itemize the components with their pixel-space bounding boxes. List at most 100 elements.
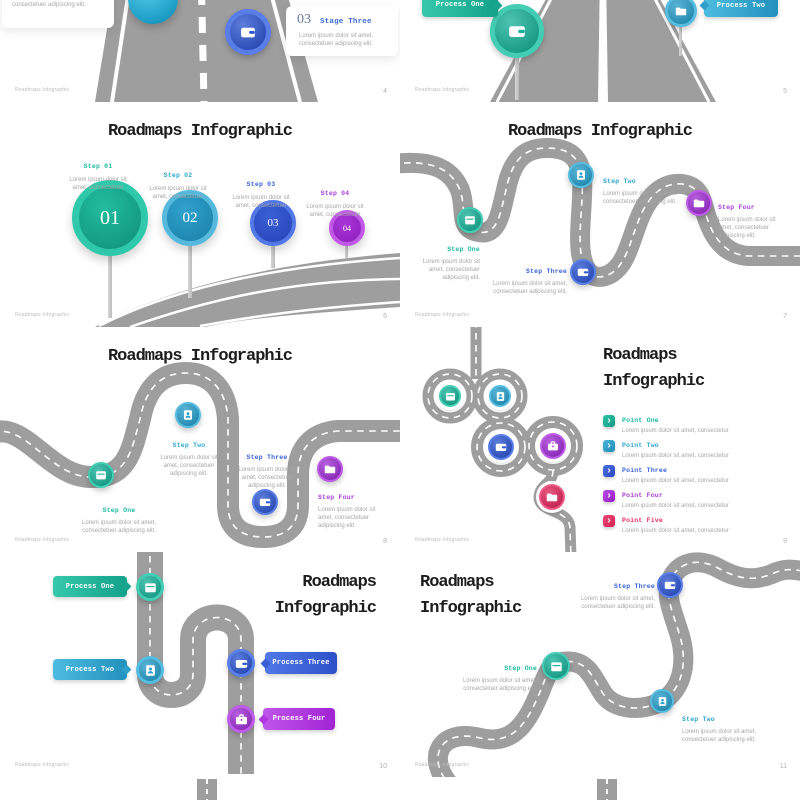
ball-number: 01 bbox=[100, 206, 120, 229]
slide-title: Roadmaps Infographic bbox=[603, 346, 705, 391]
page-number: 7 bbox=[783, 313, 787, 320]
slide-9[interactable]: Roadmaps Infographic bbox=[400, 327, 800, 552]
ribbon-label: Process Three bbox=[272, 659, 330, 667]
step-label: Step Two bbox=[172, 442, 206, 449]
step-pin bbox=[175, 402, 201, 428]
slide-13-partial[interactable] bbox=[400, 779, 800, 800]
briefcase-icon bbox=[235, 713, 248, 726]
stage-label: Stage Three bbox=[320, 18, 372, 26]
calendar-icon bbox=[95, 469, 107, 481]
process-ribbon: Process Two bbox=[53, 659, 127, 680]
ribbon-label: Process One bbox=[65, 582, 115, 591]
step-label: Step Three bbox=[613, 583, 655, 590]
ribbon-label: Process Two bbox=[716, 1, 766, 10]
person-icon bbox=[144, 664, 157, 677]
step-block: Step One Lorem ipsum dolor sit amet,cons… bbox=[81, 507, 157, 534]
process-ribbon: Process Three bbox=[265, 652, 337, 674]
step-pin bbox=[650, 689, 674, 713]
point-pin bbox=[540, 433, 566, 459]
point-label: Point Five bbox=[622, 517, 664, 524]
card-text: consectetuer adipiscing elit. bbox=[12, 2, 86, 8]
step-label: Step 03 bbox=[246, 181, 276, 188]
stage-card-right: 03 Stage Three Lorem ipsum dolor sit ame… bbox=[286, 6, 398, 56]
step-label: Step Three bbox=[525, 268, 567, 275]
slide-6[interactable]: Roadmaps Infographic 01 02 03 04 Step 01… bbox=[0, 102, 400, 327]
ball-number: 03 bbox=[267, 217, 279, 229]
slide-8[interactable]: Roadmaps Infographic Step One Lorem ipsu… bbox=[0, 327, 400, 552]
slide-12-partial[interactable] bbox=[0, 779, 400, 800]
chevron-icon: › bbox=[603, 465, 615, 477]
briefcase-icon bbox=[547, 440, 559, 452]
slide-10[interactable]: Roadmaps Infographic Process One Process… bbox=[0, 552, 400, 777]
step-label: Step 01 bbox=[83, 163, 113, 170]
slide-7[interactable]: Roadmaps Infographic Step One Lorem ipsu… bbox=[400, 102, 800, 327]
step-ball: 04 bbox=[329, 210, 365, 246]
process-pin bbox=[665, 0, 697, 27]
ribbon-label: Process One bbox=[435, 1, 485, 9]
point-pin bbox=[488, 434, 514, 460]
stage-pin bbox=[225, 9, 271, 55]
process-pin bbox=[136, 573, 164, 601]
step-pin bbox=[657, 572, 683, 598]
ball-number: 04 bbox=[343, 223, 351, 233]
chevron-icon: › bbox=[603, 415, 615, 427]
stage-card-left: consectetuer adipiscing elit. bbox=[2, 0, 114, 28]
wallet-icon bbox=[495, 441, 507, 453]
point-pin bbox=[489, 385, 511, 407]
point-label: Point Three bbox=[622, 467, 668, 474]
step-block: Step Three Lorem ipsum dolor sit amet,co… bbox=[580, 583, 655, 610]
step-pin bbox=[88, 462, 114, 488]
ball-pole bbox=[271, 244, 275, 268]
footer-label: Roadmaps Infographic bbox=[415, 537, 470, 543]
page-number: 8 bbox=[383, 538, 387, 545]
ball-pole bbox=[345, 244, 348, 258]
process-pin bbox=[136, 656, 164, 684]
calendar-icon bbox=[144, 581, 157, 594]
slide-title: Roadmaps Infographic bbox=[107, 347, 293, 366]
point-desc: Lorem ipsum dolor sit amet, consectetur bbox=[622, 478, 729, 484]
point-label: Point One bbox=[622, 417, 659, 424]
step-pin bbox=[252, 489, 278, 515]
slide-11[interactable]: Roadmaps Infographic Step One Lorem ipsu… bbox=[400, 552, 800, 777]
page-number: 5 bbox=[783, 88, 787, 95]
step-label: Step One bbox=[102, 507, 136, 514]
chevron-icon: › bbox=[603, 490, 615, 502]
pin-pole bbox=[679, 26, 682, 56]
road-graphic bbox=[95, 253, 400, 327]
wallet-icon bbox=[235, 657, 248, 670]
road-graphic bbox=[422, 327, 583, 552]
folder-icon bbox=[324, 463, 336, 475]
slide-title: Roadmaps Infographic bbox=[274, 573, 377, 618]
step-block: Step One Lorem ipsum dolor sit amet,cons… bbox=[462, 665, 537, 692]
step-label: Step Four bbox=[318, 494, 355, 501]
ball-number: 02 bbox=[182, 209, 198, 226]
slide-title: Roadmaps Infographic bbox=[420, 573, 522, 618]
slide-5[interactable]: Process One Process Two Roadmaps Infogra… bbox=[400, 0, 800, 102]
point-desc: Lorem ipsum dolor sit amet, consectetur bbox=[622, 453, 729, 459]
road-graphic bbox=[137, 552, 254, 774]
process-ribbon: Process Two bbox=[704, 0, 778, 17]
step-pin bbox=[570, 259, 596, 285]
point-desc: Lorem ipsum dolor sit amet, consectetur bbox=[622, 503, 729, 509]
point-label: Point Four bbox=[622, 492, 664, 499]
footer-label: Roadmaps Infographic bbox=[415, 87, 470, 93]
footer-label: Roadmaps Infographic bbox=[15, 312, 70, 318]
wallet-icon bbox=[577, 266, 589, 278]
slide-4[interactable]: consectetuer adipiscing elit. 03 Stage T… bbox=[0, 0, 400, 102]
point-label: Point Two bbox=[622, 442, 659, 449]
point-pin bbox=[439, 385, 461, 407]
step-pin bbox=[686, 190, 712, 216]
footer-label: Roadmaps Infographic bbox=[415, 762, 470, 768]
point-pin bbox=[539, 484, 565, 510]
wallet-icon bbox=[259, 496, 271, 508]
step-label: Step Two bbox=[603, 178, 636, 185]
page-number: 4 bbox=[383, 88, 387, 95]
footer-label: Roadmaps Infographic bbox=[15, 762, 70, 768]
step-block: Step Three Lorem ipsum dolor sit amet,co… bbox=[492, 268, 567, 295]
